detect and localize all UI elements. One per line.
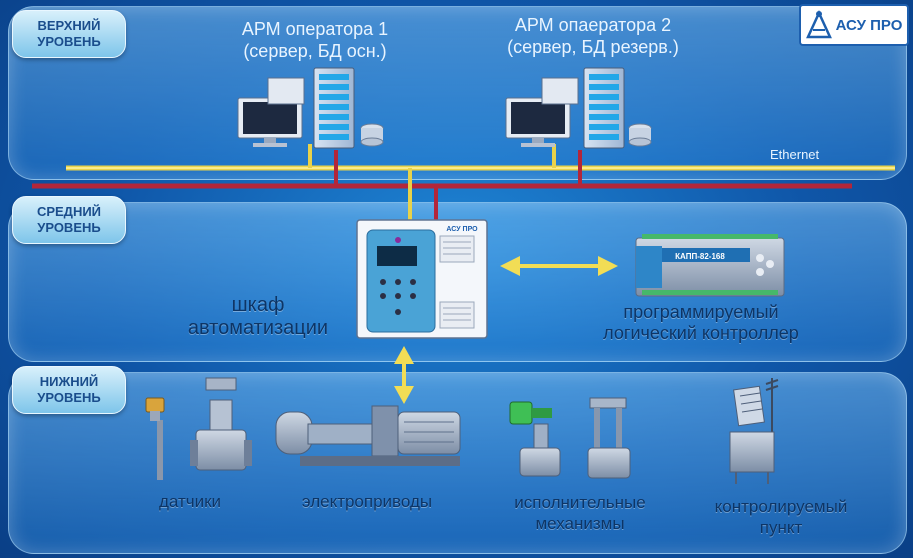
- sensors-label: датчики: [158, 492, 222, 511]
- upper-level-tag: ВЕРХНИЙ УРОВЕНЬ: [12, 10, 126, 58]
- plc-icon: [635, 234, 785, 297]
- ethernet-label: Ethernet: [770, 147, 820, 162]
- logo-emblem-icon: [805, 10, 832, 39]
- cabinet-field-arrow: [394, 346, 414, 404]
- plc-model-label: КАПП-82-168: [675, 252, 725, 261]
- middle-level-tag: СРЕДНИЙ УРОВЕНЬ: [12, 196, 126, 244]
- workstation-2-icon: [505, 67, 652, 149]
- workstation-1-icon: [237, 67, 384, 149]
- network-drops: [308, 144, 582, 222]
- plc-label: программируемый логический контроллер: [603, 302, 799, 343]
- monitored-point-label: контролируемый пункт: [714, 497, 848, 537]
- workstation-2-label: АРМ опаератора 2 (сервер, БД резерв.): [507, 15, 679, 57]
- lower-level-tag: НИЖНИЙ УРОВЕНЬ: [12, 366, 126, 414]
- logo-text: АСУ ПРО: [835, 16, 903, 34]
- cabinet-badge: АСУ ПРО: [446, 226, 478, 233]
- asu-pro-logo: АСУ ПРО: [799, 4, 909, 46]
- cabinet-label: шкаф автоматизации: [187, 294, 329, 339]
- drives-label: электроприводы: [301, 492, 433, 511]
- workstation-1-label: АРМ оператора 1 (сервер, БД осн.): [241, 19, 389, 61]
- actuators-icon: [509, 397, 631, 479]
- sensors-icon: [145, 377, 252, 480]
- electric-drive-icon: [275, 405, 461, 466]
- upper-level-band: [8, 6, 907, 180]
- cabinet-plc-arrow: [500, 256, 618, 276]
- automation-cabinet-icon: [356, 219, 488, 339]
- monitored-point-icon: [729, 378, 779, 484]
- actuators-label: исполнительные механизмы: [514, 493, 646, 533]
